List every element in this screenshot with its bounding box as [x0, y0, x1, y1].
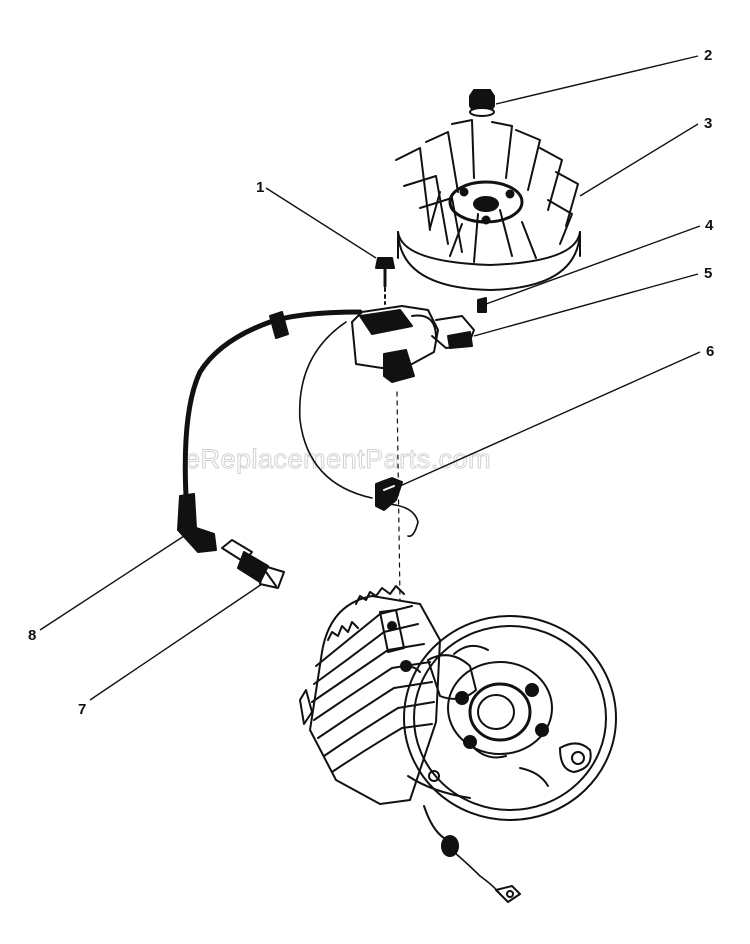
leader-2 [495, 55, 699, 105]
alignment-line [396, 391, 401, 601]
part-key [477, 297, 487, 313]
callout-5: 5 [704, 265, 712, 282]
leader-3 [579, 123, 699, 197]
part-spark-plug [221, 539, 285, 589]
part-spark-plug-boot [177, 493, 217, 553]
part-engine-block [299, 585, 617, 821]
callout-labels: 1 2 3 4 5 6 7 8 [28, 47, 714, 718]
callout-8: 8 [28, 627, 36, 644]
part-wire-grommet [269, 311, 289, 339]
callout-1: 1 [256, 179, 264, 196]
part-ignition-module [351, 305, 475, 383]
leader-7 [89, 583, 263, 701]
callout-2: 2 [704, 47, 712, 64]
leader-lines [39, 55, 701, 701]
leader-1 [265, 187, 377, 259]
part-ground-wire [298, 321, 419, 538]
callout-6: 6 [706, 343, 714, 360]
part-nut [469, 89, 495, 117]
part-flywheel [395, 119, 581, 291]
callout-7: 7 [78, 701, 86, 718]
leader-6 [399, 351, 701, 487]
leader-5 [473, 273, 699, 337]
callout-3: 3 [704, 115, 712, 132]
watermark: eReplacementParts.com [185, 444, 491, 474]
part-screw [375, 257, 395, 305]
part-wire-clip [375, 477, 403, 511]
part-stop-switch-wire [423, 805, 521, 903]
callout-4: 4 [705, 217, 714, 234]
leader-4 [485, 225, 701, 305]
leader-8 [39, 535, 185, 631]
part-spark-plug-wire [182, 309, 363, 499]
